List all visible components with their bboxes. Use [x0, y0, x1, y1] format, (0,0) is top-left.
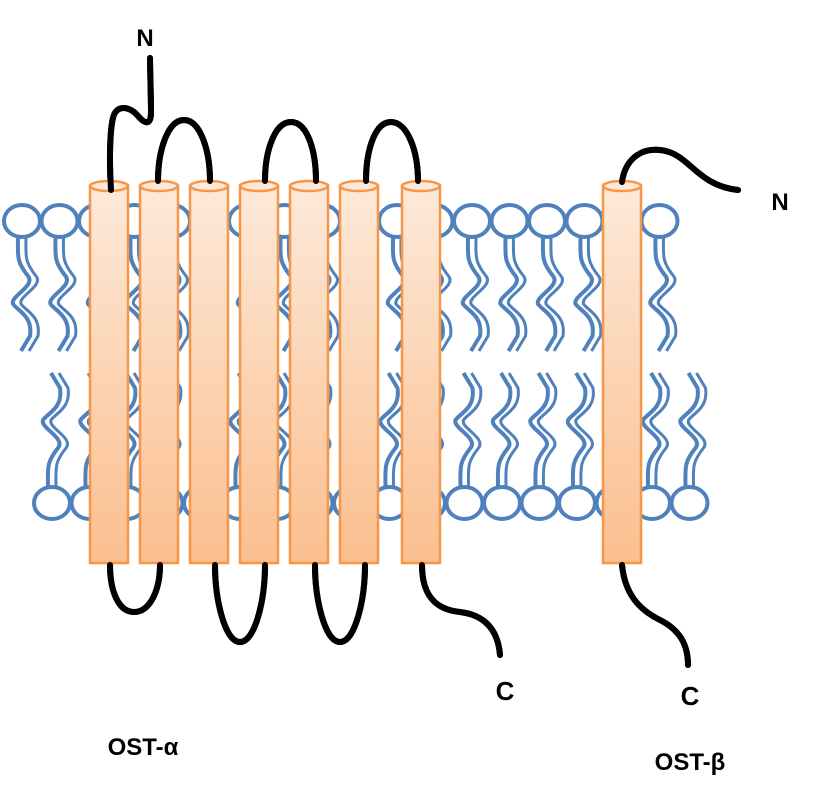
lipid-tail	[461, 372, 483, 489]
beta-n-terminus-tail	[619, 146, 741, 193]
ost-alpha-helix	[188, 179, 230, 565]
lipid-head	[557, 485, 597, 521]
alpha-n-terminus-tail	[106, 55, 155, 193]
lipid-head	[519, 485, 560, 521]
lipid-tail	[49, 372, 70, 489]
lipid-bottom	[32, 371, 72, 521]
ost-alpha-helix	[288, 179, 330, 565]
lipid-tail	[686, 372, 708, 489]
lipid-tail	[498, 235, 520, 353]
ost-beta-helix	[601, 179, 643, 565]
helix-body	[400, 184, 442, 565]
transmembrane-helices	[88, 179, 643, 565]
alpha-loop-1-2	[107, 562, 163, 616]
lipid-tail	[656, 235, 678, 352]
ost-alpha-label: OST-α	[108, 734, 179, 761]
ost-beta-label: OST-β	[655, 749, 726, 776]
helix-body	[88, 184, 130, 565]
alpha-loop-4-5	[262, 118, 319, 184]
lipid-head	[444, 485, 485, 521]
beta-c-terminus-tail	[619, 562, 691, 668]
protein-loops-overlay	[106, 55, 741, 668]
helix-body	[338, 184, 380, 565]
lipid-top	[39, 203, 80, 353]
lipid-bottom	[557, 371, 597, 521]
lipid-head	[564, 203, 605, 239]
alpha-loop-6-7	[363, 118, 421, 184]
alpha-loop-2-3	[155, 116, 213, 184]
lipid-tail	[19, 235, 40, 352]
lipid-head	[669, 485, 710, 521]
alpha-n-label: N	[136, 25, 153, 52]
ost-alpha-helix	[400, 179, 442, 565]
alpha-loop-5-6	[312, 562, 368, 646]
lipid-bottom	[444, 371, 485, 521]
helix-cap	[338, 179, 380, 193]
lipid-tail	[460, 235, 483, 353]
helix-body	[601, 184, 643, 565]
lipid-top	[489, 203, 530, 353]
lipid-tail	[565, 371, 588, 489]
lipid-top	[564, 203, 605, 353]
lipid-tail	[48, 235, 70, 353]
lipid-tail	[649, 372, 670, 489]
lipid-tail	[574, 372, 595, 489]
alpha-loop-3-4	[212, 562, 268, 646]
lipid-tail	[535, 235, 558, 353]
helix-body	[288, 184, 330, 565]
helix-cap	[288, 179, 330, 193]
lipid-tail	[10, 235, 33, 353]
lipid-top	[527, 203, 567, 353]
lipid-top	[639, 203, 680, 353]
lipid-tail	[469, 235, 490, 352]
lipid-tail	[581, 235, 603, 352]
lipid-head	[489, 203, 530, 239]
alpha-loop-5-6	[312, 562, 368, 646]
lipid-tail	[640, 371, 663, 489]
lipid-head	[527, 203, 567, 239]
lipid-tail	[506, 235, 528, 352]
lipid-head	[2, 203, 42, 239]
lipid-tail	[490, 371, 513, 489]
ost-alpha-helix	[88, 179, 130, 565]
lipid-tail	[573, 235, 595, 353]
alpha-c-label: C	[496, 676, 515, 706]
lipid-top	[452, 203, 492, 353]
lipid-tail	[544, 235, 565, 352]
lipid-head	[639, 203, 680, 239]
lipid-head	[32, 485, 72, 521]
alpha-loop-2-3	[155, 116, 213, 184]
lipid-bottom	[482, 371, 522, 521]
helix-body	[138, 184, 180, 565]
ost-alpha-helix	[138, 179, 180, 565]
lipid-head	[452, 203, 492, 239]
beta-n-label: N	[771, 189, 788, 216]
alpha-loop-3-4	[212, 562, 268, 646]
lipid-tail	[56, 235, 78, 352]
lipid-tail	[378, 371, 400, 489]
lipid-bottom	[519, 371, 560, 521]
helix-body	[188, 184, 230, 565]
helix-body	[238, 184, 280, 565]
lipid-top	[2, 203, 42, 353]
lipid-tail	[453, 371, 475, 489]
lipid-tail	[648, 235, 670, 353]
helix-cap	[238, 179, 280, 193]
lipid-head	[482, 485, 522, 521]
lipid-tail	[678, 371, 700, 489]
lipid-head	[39, 203, 80, 239]
lipid-tail	[499, 372, 520, 489]
lipid-bottom	[669, 371, 710, 521]
beta-c-label: C	[681, 681, 700, 711]
lipid-tail	[528, 371, 550, 489]
lipid-tail	[536, 372, 558, 489]
ost-alpha-helix	[338, 179, 380, 565]
lipid-tail	[40, 371, 63, 489]
helix-cap	[400, 179, 442, 193]
alpha-c-terminus-tail	[419, 562, 503, 658]
ost-alpha-helix	[238, 179, 280, 565]
